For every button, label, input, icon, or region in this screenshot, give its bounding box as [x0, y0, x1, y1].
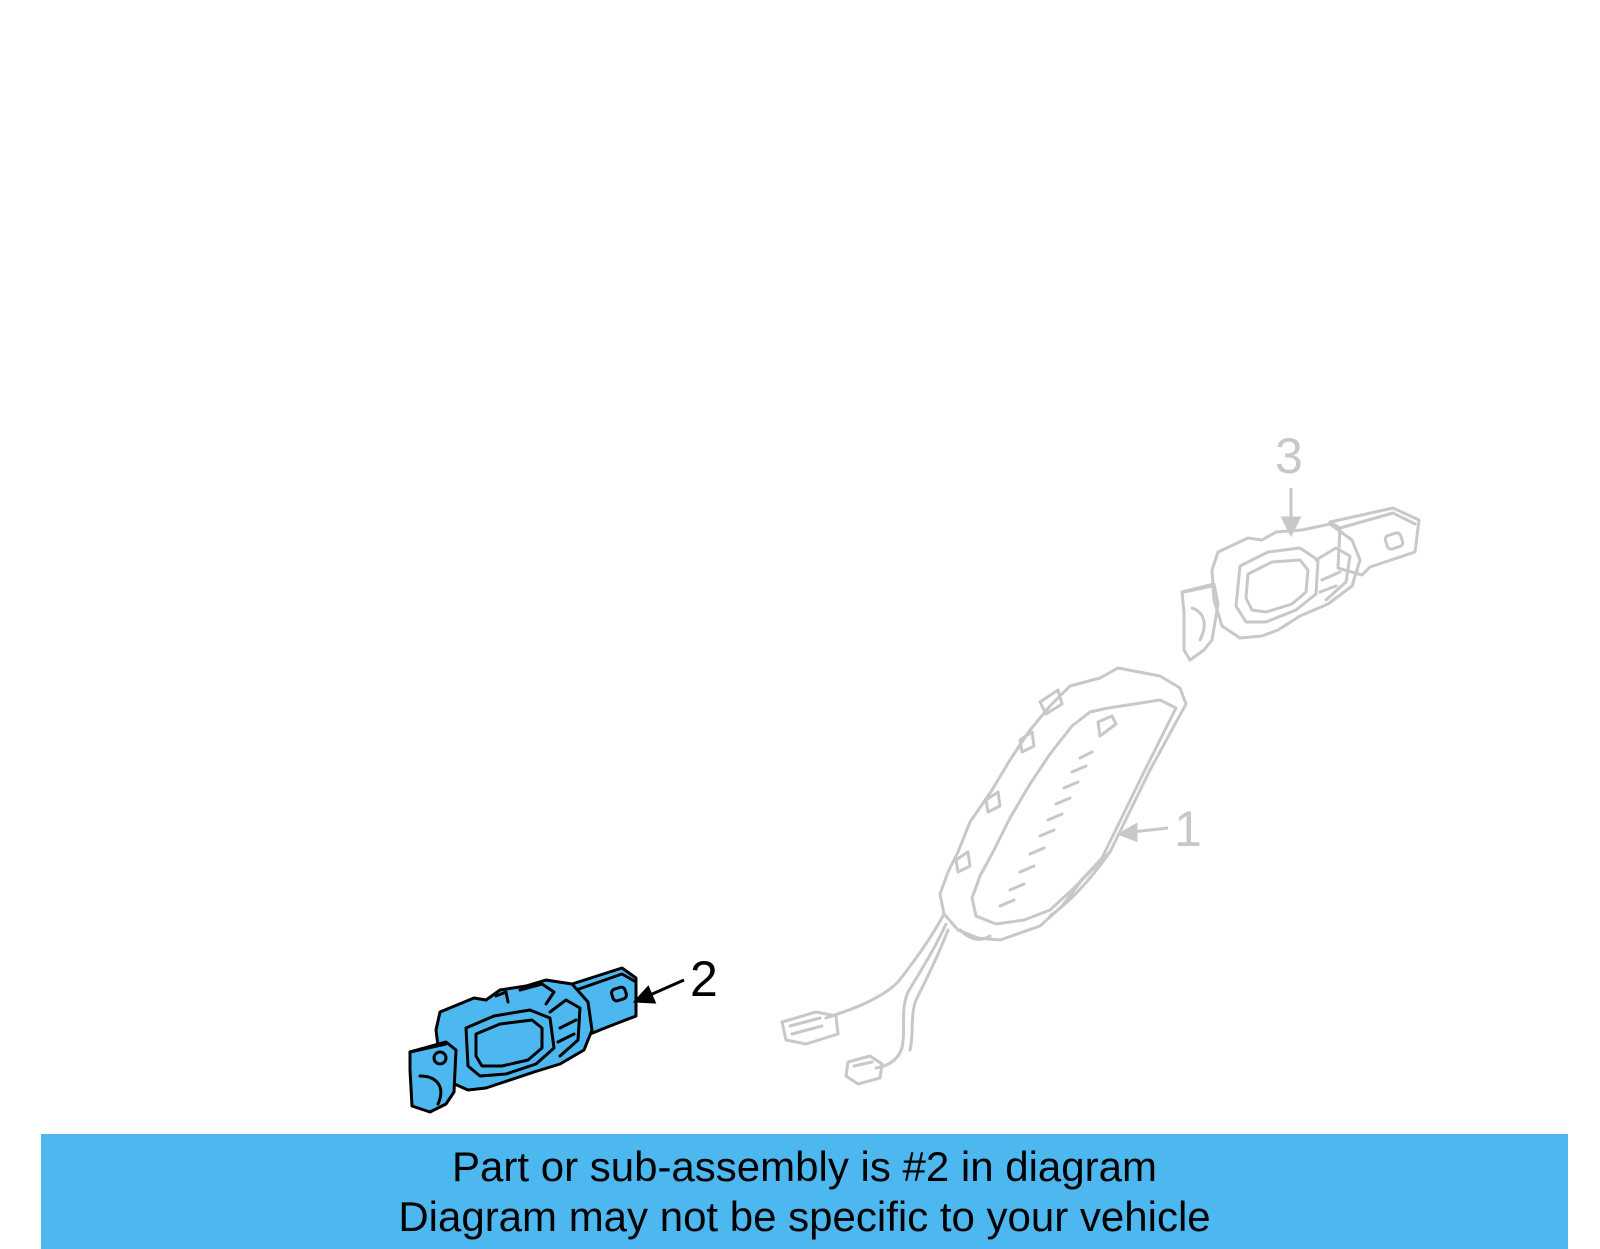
part-3-airbag-sensor-icon: [1180, 506, 1421, 662]
callout-2-leader: [632, 978, 685, 1004]
callout-2-label: 2: [690, 951, 718, 1007]
banner-line-1: Part or sub-assembly is #2 in diagram: [452, 1143, 1157, 1190]
callout-1-leader: [1116, 822, 1169, 843]
banner-line-2: Diagram may not be specific to your vehi…: [398, 1193, 1211, 1240]
part-2-airbag-sensor-icon: [408, 966, 638, 1114]
callout-3-label: 3: [1275, 428, 1303, 484]
part-1-airbag-module-icon: [780, 666, 1188, 1086]
info-banner: Part or sub-assembly is #2 in diagram Di…: [41, 1134, 1568, 1249]
callout-3-leader: [1280, 488, 1302, 538]
callout-1-label: 1: [1174, 801, 1202, 857]
